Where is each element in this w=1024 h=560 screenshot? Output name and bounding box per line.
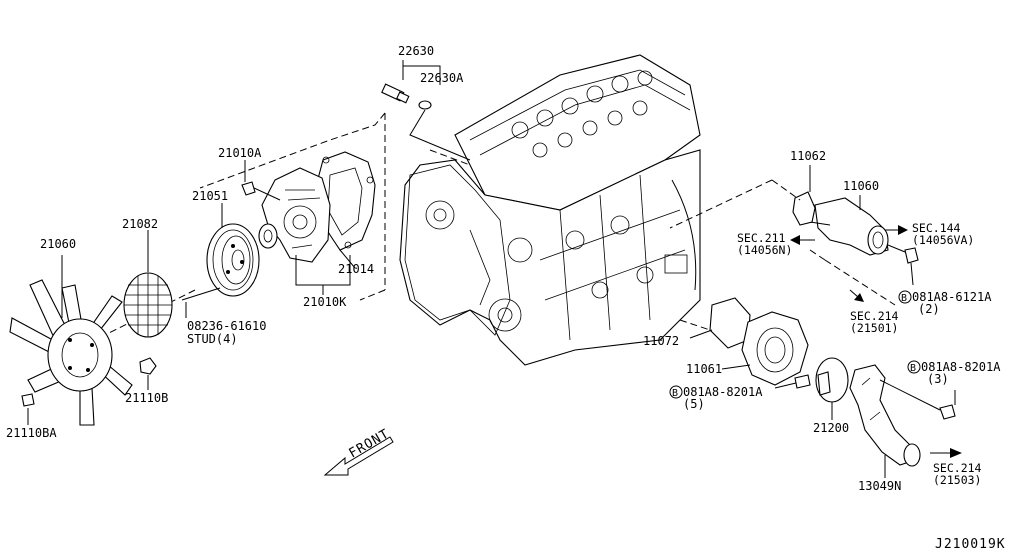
label-08236-61610: 08236-61610	[187, 319, 266, 333]
water-inlet	[849, 364, 956, 478]
label-22630: 22630	[398, 44, 434, 58]
bolt-marker-8201a-right: B	[910, 363, 916, 374]
label-11072: 11072	[643, 334, 679, 348]
sec211-sub: (14056N)	[737, 243, 792, 257]
label-081a8-8201a-left: 081A8-8201A	[683, 385, 763, 399]
stud	[181, 287, 221, 301]
label-11061: 11061	[686, 362, 722, 376]
label-stud: STUD(4)	[187, 332, 238, 346]
label-11060: 11060	[843, 179, 879, 193]
bolt-marker-8201a-left: B	[672, 388, 678, 399]
sec214-ref-21501: SEC.214	[850, 309, 899, 323]
label-081a8-8201a-right: 081A8-8201A	[921, 360, 1001, 374]
water-pump-pulley	[206, 203, 260, 297]
qty-081a8-8201a-right: (3)	[927, 372, 949, 386]
label-21082: 21082	[122, 217, 158, 231]
label-21110b: 21110B	[125, 391, 168, 405]
bolt-marker-6121a: B	[901, 293, 907, 304]
water-outlet	[809, 195, 889, 256]
label-13049n: 13049N	[858, 479, 901, 493]
label-11062: 11062	[790, 149, 826, 163]
sec144-sub: (14056VA)	[912, 233, 974, 247]
outlet-gasket	[792, 191, 816, 226]
sec211-ref: SEC.211	[737, 231, 786, 245]
water-pump	[261, 167, 331, 263]
sec214-sub-21503: (21503)	[933, 473, 981, 487]
sec144-ref: SEC.144	[912, 221, 961, 235]
qty-081a8-8201a-left: (5)	[683, 397, 705, 411]
pump-bolt	[241, 181, 256, 196]
thermostat	[815, 357, 849, 420]
label-21110ba: 21110BA	[6, 426, 57, 440]
cooling-fan	[9, 255, 133, 426]
fan-coupling	[123, 230, 173, 390]
label-22630a: 22630A	[420, 71, 464, 85]
thermostat-housing	[721, 311, 809, 386]
label-21200: 21200	[813, 421, 849, 435]
engine-block	[399, 54, 701, 366]
label-21010k: 21010K	[303, 295, 347, 309]
label-081a8-6121a: 081A8-6121A	[912, 290, 992, 304]
front-direction-arrow	[323, 436, 394, 476]
figure-code: J210019K	[935, 537, 1006, 552]
label-21051: 21051	[192, 189, 228, 203]
label-21010a: 21010A	[218, 146, 262, 160]
temperature-sensor	[381, 60, 471, 161]
sec214-sub-21501: (21501)	[850, 321, 898, 335]
label-21014: 21014	[338, 262, 374, 276]
qty-081a8-6121a: (2)	[918, 302, 940, 316]
label-21060: 21060	[40, 237, 76, 251]
sec214-ref-21503: SEC.214	[933, 461, 982, 475]
